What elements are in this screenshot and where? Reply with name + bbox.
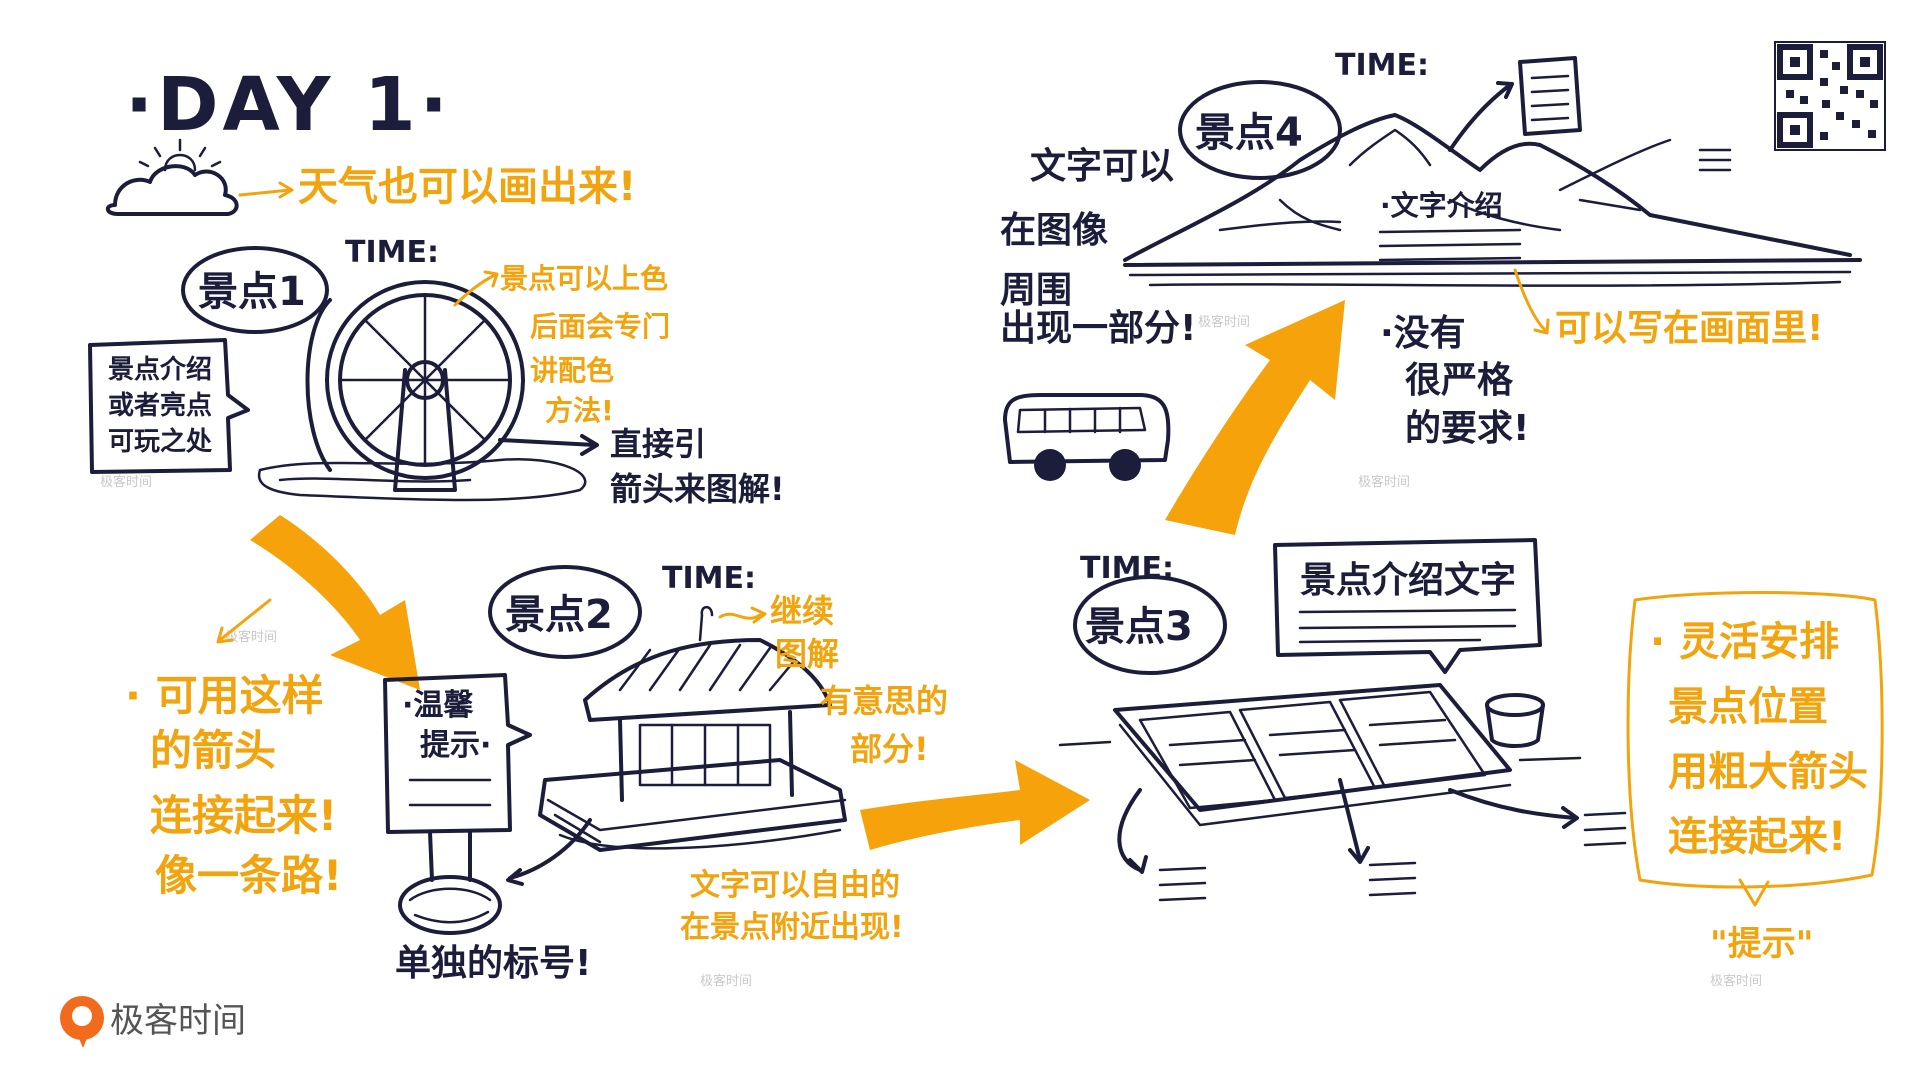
spot-4-around-note: 周围 (1000, 270, 1072, 311)
right-tip-line: · 灵活安排 (1650, 619, 1839, 665)
watermark: 极客时间 (1710, 973, 1762, 989)
spot-2-continue-note: 有意思的 (820, 682, 948, 720)
spot-1: 景点1 TIME: 景点介绍 或者亮点 可玩之处 景点可以上色 后面会专门 讲配… (88, 235, 785, 508)
left-note-line: 像一条路! (155, 851, 342, 900)
spot-4-intro-label: ·文字介绍 (1380, 189, 1503, 222)
watermark: 极客时间 (225, 629, 277, 645)
spot-4-no-rule-note: ·没有 (1380, 313, 1466, 354)
title-group: ·DAY 1· (125, 62, 452, 148)
watermark: 极客时间 (1358, 474, 1410, 490)
spot-3: TIME: 景点3 景点介绍文字 (1058, 538, 1627, 902)
spot-1-intro-line: 景点介绍 (108, 354, 212, 385)
right-tip-caption: "提示" (1710, 924, 1813, 964)
spot-2: 景点2 TIME: 继续 图解 有意思的 部分! 文字可以自由的 在景点附近出现… (488, 561, 948, 945)
tip-sign-line: 提示· (420, 728, 491, 763)
spot-1-color-note: 讲配色 (530, 354, 614, 387)
left-note-line: · 可用这样 (125, 671, 324, 720)
mountain-icon (1123, 113, 1862, 287)
right-tip: · 灵活安排 景点位置 用粗大箭头 连接起来! "提示" (1626, 591, 1884, 964)
left-arrow-note: · 可用这样 的箭头 连接起来! 像一条路! (125, 598, 342, 900)
spot-4-around-note: 在图像 (1000, 210, 1108, 251)
spot-1-color-note: 景点可以上色 (500, 262, 668, 295)
sun-cloud-icon (105, 138, 239, 216)
route-arrow-2 (860, 760, 1090, 850)
spot-4-no-rule-note: 的要求! (1405, 408, 1529, 449)
tip-sign-line: ·温馨 (402, 688, 474, 723)
qr-code-icon (1774, 41, 1886, 151)
logo: 极客时间 (60, 996, 246, 1048)
spot-4-time: TIME: (1335, 48, 1429, 83)
spot-4-around-note: 出现一部分! (1000, 308, 1196, 349)
spot-2-continue-note: 继续 (770, 592, 834, 630)
page-title: ·DAY 1· (125, 62, 452, 148)
route-arrows (250, 300, 1345, 850)
single-note: 单独的标号! (395, 943, 591, 984)
spot-2-continue-note: 部分! (850, 730, 929, 768)
watermark: 极客时间 (1198, 314, 1250, 330)
lantern-icon: ·温馨 提示· (383, 673, 532, 935)
logo-text: 极客时间 (110, 1001, 246, 1041)
boat-icon (1058, 683, 1582, 827)
spot-1-label: 景点1 (198, 269, 306, 315)
spot-4: 景点4 TIME: ·文字介绍 文字可以 在图像 周围 (1000, 48, 1862, 449)
spot-1-intro-line: 可玩之处 (108, 426, 212, 457)
weather-note: 天气也可以画出来! (298, 164, 636, 210)
spot-1-arrow-note: 直接引 (610, 425, 706, 463)
spot-3-intro-bubble: 景点介绍文字 (1300, 560, 1516, 601)
spot-2-time: TIME: (662, 561, 756, 596)
watermarks: 极客时间 极客时间 极客时间 极客时间 极客时间 极客时间 (100, 314, 1762, 989)
spot-4-label: 景点4 (1195, 110, 1303, 156)
left-note-line: 连接起来! (150, 791, 337, 840)
scroll-icon (1518, 56, 1582, 136)
spot-2-label: 景点2 (505, 592, 613, 638)
spot-3-label: 景点3 (1085, 604, 1193, 650)
route-arrow-3 (1165, 300, 1345, 535)
bucket-icon (1485, 693, 1545, 748)
spot-1-arrow-note: 箭头来图解! (610, 470, 785, 508)
spot-1-intro-line: 或者亮点 (108, 390, 212, 421)
spot-1-time: TIME: (345, 235, 439, 270)
spot-2-free-text-note: 文字可以自由的 (690, 868, 900, 903)
spot-2-free-text-note: 在景点附近出现! (680, 910, 904, 945)
watermark: 极客时间 (100, 474, 152, 490)
logo-icon (60, 996, 104, 1048)
spot-4-around-note: 文字可以 (1030, 146, 1174, 187)
spot-2-continue-note: 图解 (775, 635, 839, 673)
spot-1-color-note: 后面会专门 (530, 310, 670, 343)
water-wheel-icon (257, 280, 587, 502)
pavilion-icon (538, 638, 847, 852)
right-tip-line: 用粗大箭头 (1668, 749, 1868, 795)
watermark: 极客时间 (700, 973, 752, 989)
spot-4-no-rule-note: 很严格 (1405, 360, 1514, 401)
route-arrow-1 (250, 515, 420, 690)
bus-icon (1003, 393, 1171, 481)
spot-4-in-picture-note: 可以写在画面里! (1555, 308, 1823, 349)
right-tip-line: 连接起来! (1668, 814, 1846, 860)
right-tip-line: 景点位置 (1668, 684, 1828, 730)
spot-1-color-note: 方法! (545, 394, 614, 427)
left-note-line: 的箭头 (150, 726, 276, 775)
